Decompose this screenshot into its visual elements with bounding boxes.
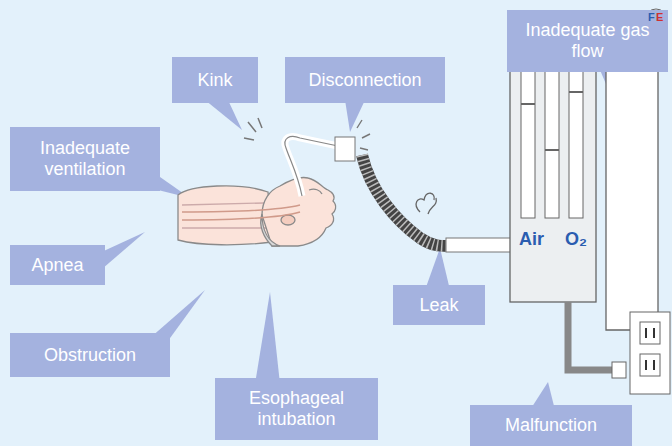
- disconnection-callout: Disconnection: [285, 57, 445, 103]
- power-supply: [568, 302, 670, 394]
- callout-text: Inadequate gas flow: [515, 20, 660, 62]
- callout-text: Kink: [197, 70, 232, 91]
- intubation-callout: Esophageal intubation: [215, 378, 378, 440]
- gauge-empty: E: [656, 12, 663, 23]
- malfunction-callout: Malfunction: [470, 405, 632, 446]
- kink-callout: Kink: [172, 57, 258, 103]
- internal-airway: [182, 205, 300, 220]
- leak-callout: Leak: [393, 285, 485, 325]
- callout-text: Obstruction: [44, 345, 136, 366]
- apnea-callout: Apnea: [10, 245, 105, 285]
- callout-text: Esophageal intubation: [223, 388, 370, 430]
- obstruction-callout: Obstruction: [10, 333, 170, 377]
- callout-text: Inadequate ventilation: [18, 138, 152, 180]
- callout-text: Malfunction: [505, 415, 597, 436]
- callout-text: Leak: [419, 295, 458, 316]
- endotracheal-tube: [244, 118, 338, 196]
- gauge-full: F: [648, 12, 655, 23]
- breathing-hose: [362, 155, 512, 252]
- ventilation-callout: Inadequate ventilation: [10, 127, 160, 191]
- oxygen-label: O₂: [565, 230, 587, 248]
- anesthesia-machine: [510, 52, 596, 302]
- air-label: Air: [519, 230, 544, 248]
- callout-text: Disconnection: [308, 70, 421, 91]
- gas-flow-callout: Inadequate gas flow: [507, 10, 668, 72]
- patient: [178, 177, 336, 246]
- callout-text: Apnea: [31, 255, 83, 276]
